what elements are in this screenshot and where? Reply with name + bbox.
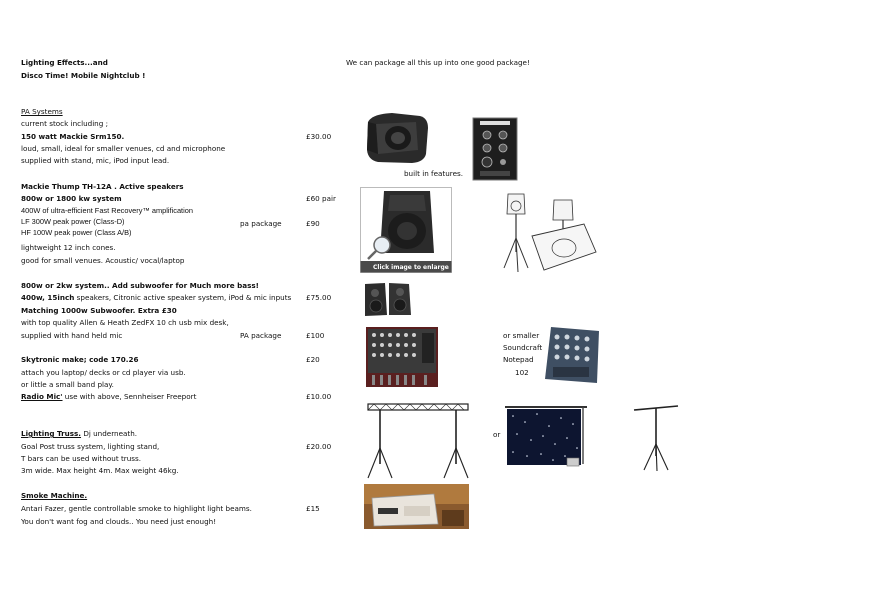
srm-price: £30.00	[306, 132, 332, 141]
allen-heath-mixer-image	[366, 327, 438, 387]
notepad: Notepad	[503, 355, 534, 364]
pa-stock: current stock including ;	[21, 119, 109, 128]
smoke-heading: Smoke Machine.	[21, 491, 88, 500]
sub-desk: with top quality Allen & Heath ZedFX 10 …	[21, 318, 229, 327]
package-note: We can package all this up into one good…	[346, 58, 530, 67]
header-line-1: Lighting Effects...and	[21, 58, 108, 67]
thump-power: 800w or 1800 kw system	[21, 194, 122, 203]
sub-matching: Matching 1000w Subwoofer. Extra £30	[21, 306, 177, 315]
t-bar-stand-image	[633, 405, 679, 472]
smoke-line-2: You don't want fog and clouds.. You need…	[21, 517, 217, 526]
star-cloth-backdrop-image	[505, 406, 587, 467]
sub-line: 400w, 15inch speakers, Citronic active s…	[21, 294, 291, 301]
thump-title: Mackie Thump TH-12A . Active speakers	[21, 182, 184, 191]
thump-price: £60 pair	[306, 194, 336, 203]
soundcraft: Soundcraft	[503, 343, 543, 352]
notepad-model: 102	[515, 368, 529, 377]
sky-title: Skytronic make; code 170.26	[21, 355, 139, 364]
sky-line-1: attach you laptop/ decks or cd player vi…	[21, 368, 186, 377]
thump-spec-2: LF 300W peak power (Class-D)	[21, 217, 125, 226]
pa-heading: PA Systems	[21, 107, 63, 116]
sky-line-2: or little a small band play.	[21, 380, 114, 389]
sub-line-rest: speakers, Citronic active speaker system…	[74, 293, 292, 302]
truss-heading-rest: Dj underneath.	[81, 429, 138, 438]
thump-spec-3: HF 100W peak power (Class A/B)	[21, 228, 132, 237]
click-enlarge-caption[interactable]: Click image to enlarge	[373, 264, 449, 271]
truss-heading: Lighting Truss.	[21, 429, 82, 438]
truss-line-1: Goal Post truss system, lighting stand,	[21, 442, 160, 451]
sub-title: 800w or 2kw system.. Add subwoofer for M…	[21, 281, 259, 290]
radio-price: £10.00	[306, 392, 332, 401]
radio-rest: use with above, Sennheiser Freeport	[62, 392, 197, 401]
pa-package-price: £90	[306, 219, 320, 228]
sub-package-label: PA package	[240, 331, 282, 340]
smoke-machine-image	[364, 484, 469, 529]
truss-line-2: T bars can be used without truss.	[21, 454, 142, 463]
thump-speaker-image[interactable]	[360, 187, 452, 273]
goal-post-truss-image	[367, 403, 469, 479]
sub-price: £75.00	[306, 293, 332, 302]
built-in-caption: built in features.	[404, 169, 464, 178]
smoke-price: £15	[306, 504, 320, 513]
sub-line-bold: 400w, 15inch	[21, 293, 75, 302]
truss-price: £20.00	[306, 442, 332, 451]
sub-mic: supplied with hand held mic	[21, 331, 123, 340]
radio-label: Radio Mic'	[21, 392, 63, 401]
srm-title: 150 watt Mackie Srm150.	[21, 132, 125, 141]
citronic-speakers-image	[365, 283, 411, 316]
srm-desc-2: supplied with stand, mic, iPod input lea…	[21, 156, 170, 165]
thump-desc-1: lightweight 12 inch cones.	[21, 243, 116, 252]
smoke-line-1: Antari Fazer, gentle controllable smoke …	[21, 504, 252, 513]
thump-desc-2: good for small venues. Acoustic/ vocal/l…	[21, 256, 185, 265]
srm150-rear-panel-image	[472, 117, 518, 181]
truss-or: or	[493, 430, 501, 439]
sub-package-price: £100	[306, 331, 325, 340]
sky-price: £20	[306, 355, 320, 364]
soundcraft-notepad-image	[545, 327, 599, 383]
header-line-2: Disco Time! Mobile Nightclub !	[21, 71, 146, 80]
truss-line: Lighting Truss. Dj underneath.	[21, 430, 137, 437]
srm150-speaker-image	[367, 113, 428, 163]
radio-line: Radio Mic' use with above, Sennheiser Fr…	[21, 393, 196, 400]
or-smaller: or smaller	[503, 331, 540, 340]
srm-desc-1: loud, small, ideal for smaller venues, c…	[21, 144, 226, 153]
speakers-on-stands-image	[503, 193, 597, 273]
pa-package-label: pa package	[240, 219, 282, 228]
thump-spec-1: 400W of ultra-efficient Fast Recovery™ a…	[21, 206, 193, 215]
truss-line-3: 3m wide. Max height 4m. Max weight 46kg.	[21, 466, 179, 475]
